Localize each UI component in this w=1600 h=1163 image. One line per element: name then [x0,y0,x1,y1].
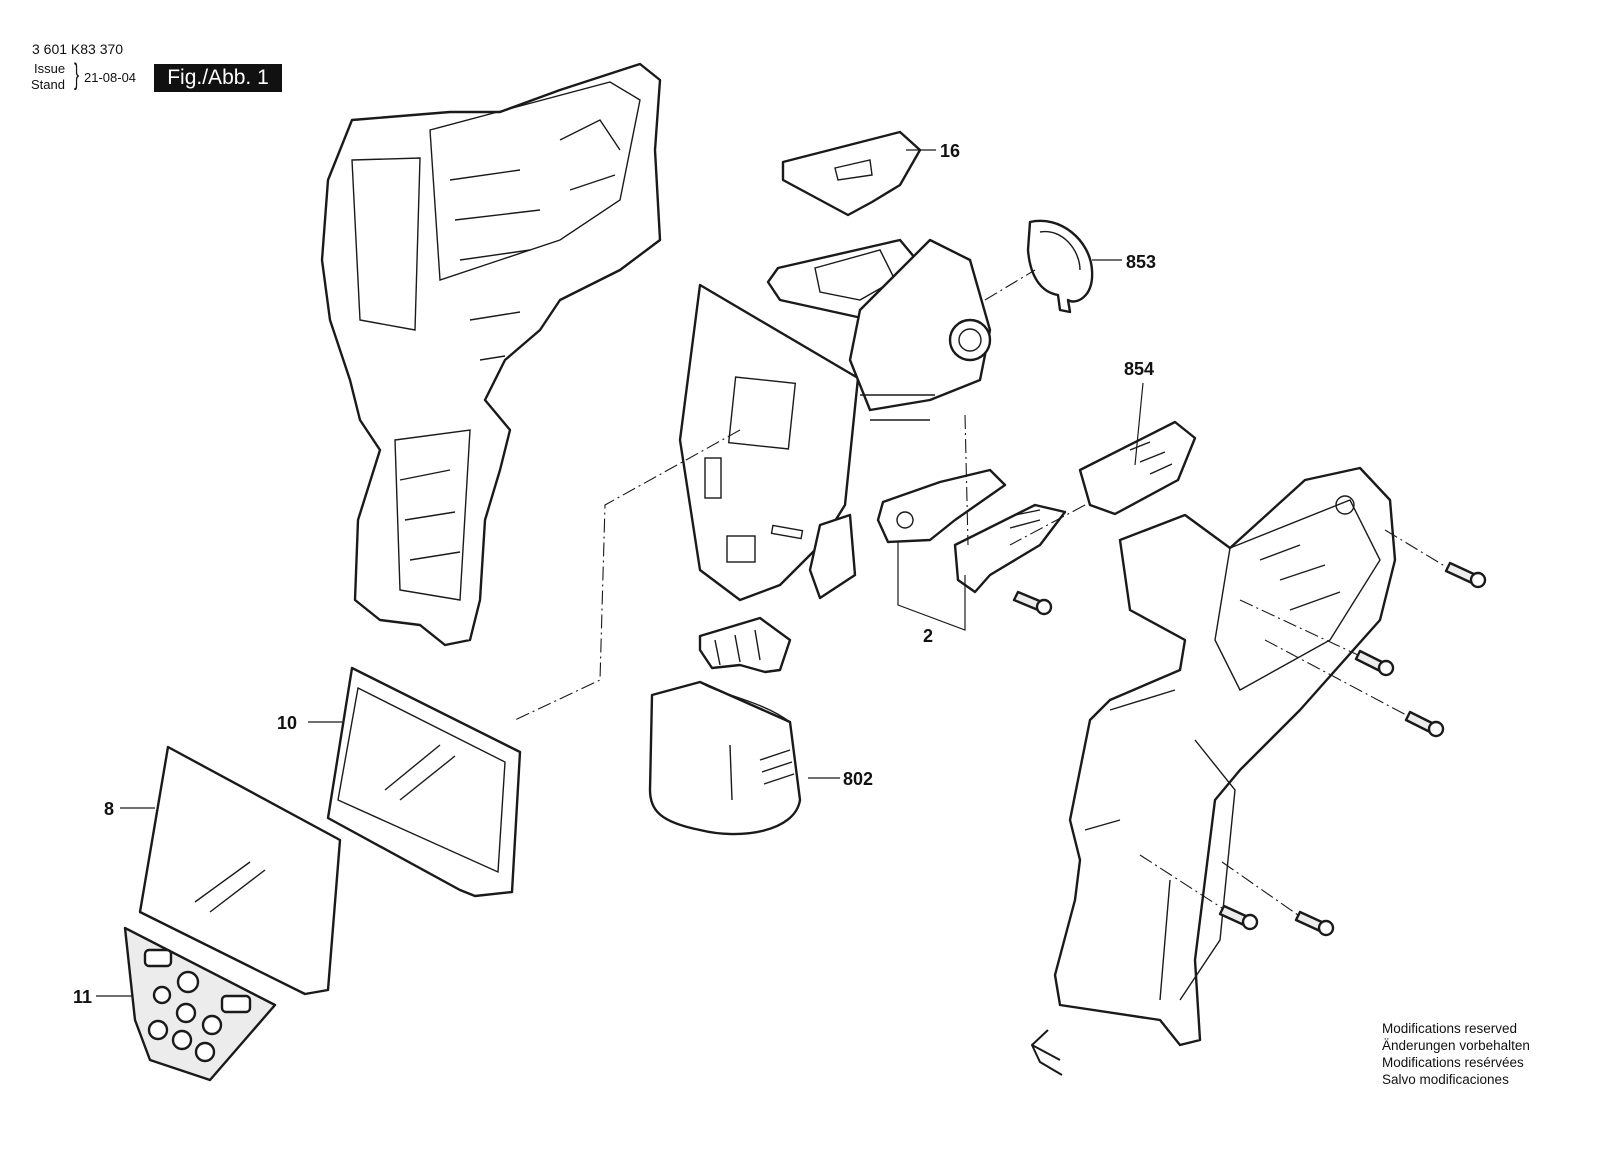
figure-label: Fig./Abb. 1 [154,64,282,92]
screw-icon [1354,649,1395,677]
callout-11: 11 [73,987,92,1007]
issue-label: Issue [34,61,66,76]
notice-line-fr: Modifications resérvées [1382,1055,1524,1070]
callout-10: 10 [277,713,297,733]
screw-icon [1012,590,1053,616]
notice-line-en: Modifications reserved [1382,1021,1518,1036]
keypad-membrane-part [123,926,277,1082]
battery-holder-part [648,680,802,836]
callout-16: 16 [940,141,960,161]
laser-cover-part [781,130,922,217]
screw-icon [1404,710,1445,738]
alignment-lines [514,269,1449,916]
document-number: 3 601 K83 370 [32,41,124,57]
brace-glyph: } [74,58,80,91]
callout-854: 854 [1124,359,1154,379]
callout-2: 2 [923,626,933,646]
screw-icon [1294,910,1335,937]
callout-8: 8 [104,799,114,819]
spring-clip-part [1030,1029,1063,1076]
screw-icon [1444,561,1487,589]
notice-line-de: Änderungen vorbehalten [1382,1038,1530,1053]
screw-icon [1218,904,1259,931]
screw-set [1012,561,1487,937]
modifications-notice: Modifications reserved Änderungen vorbeh… [1382,1020,1530,1088]
stand-label: Stand [31,77,65,92]
front-housing-part [1053,466,1397,1047]
callout-802: 802 [843,769,873,789]
callout-853: 853 [1126,252,1156,272]
lens-glass-part [138,745,342,996]
notice-line-es: Salvo modificaciones [1382,1072,1509,1087]
leader-lines [96,149,1144,997]
trigger-button-part [1078,420,1197,516]
switch-assembly-part [876,468,1067,594]
sensor-bracket-part [1026,219,1094,314]
rear-housing-part [320,62,662,647]
display-frame-part [326,666,522,898]
issue-date: 21-08-04 [84,70,137,85]
measuring-module-part [678,238,992,674]
